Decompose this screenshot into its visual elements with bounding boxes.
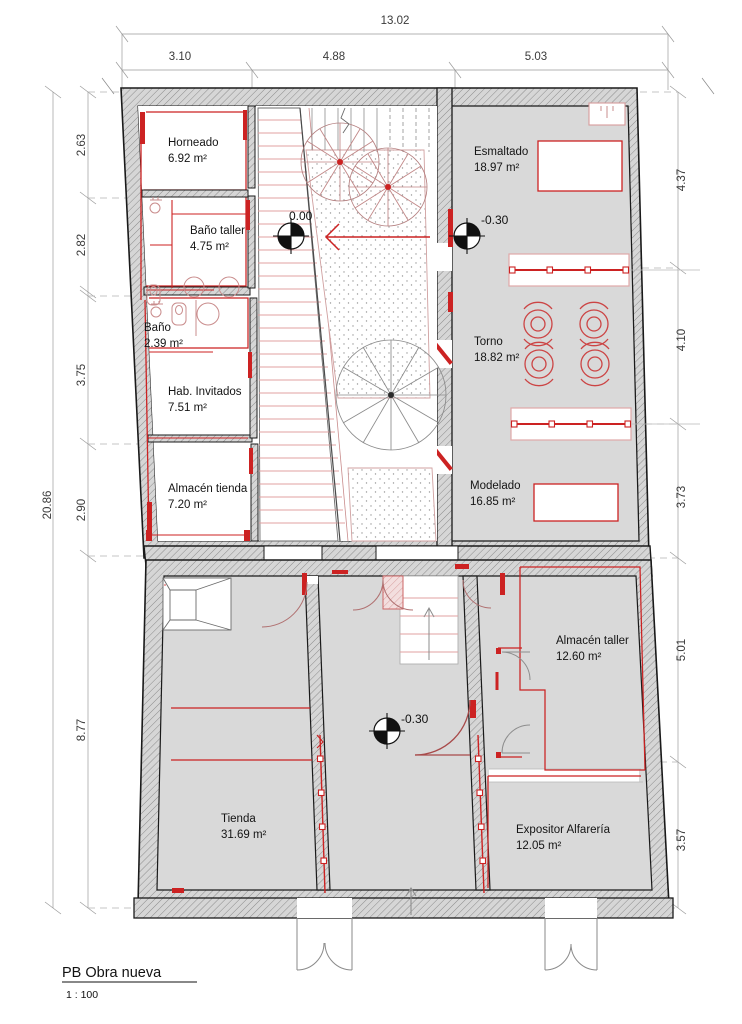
almacen-left-wall	[462, 575, 491, 891]
esmaltado-table	[537, 140, 623, 192]
room-area-expositor-alfareria: 12.05 m²	[516, 840, 562, 852]
entrance-up-arrow	[405, 886, 417, 915]
closet-box	[162, 577, 232, 631]
lower-door-swings	[261, 579, 492, 628]
lower-partitions	[162, 575, 643, 891]
dim-left-1: 2.63	[76, 134, 88, 156]
dim-right-1: 4.37	[676, 169, 688, 191]
room-area-horneado: 6.92 m²	[168, 153, 207, 165]
room-label-horneado: Horneado	[168, 137, 219, 149]
partition-red-jambs	[448, 209, 453, 312]
grid-ticks	[101, 77, 715, 95]
dim-left-5: 8.77	[76, 719, 88, 741]
door-swing-hall-c	[462, 579, 492, 609]
display-case-right	[474, 734, 487, 894]
dim-right-4: 5.01	[676, 639, 688, 661]
spiral-stair-upper-b	[348, 147, 428, 227]
bathroom-fixtures-upper	[146, 197, 240, 306]
dim-right-3: 3.73	[676, 486, 688, 508]
room-label-almacen-taller: Almacén taller	[556, 635, 629, 647]
entrance-door-right	[544, 918, 598, 971]
entrance-opening-left	[297, 898, 352, 918]
door-swing-hall-a	[352, 579, 384, 611]
lower-interior-floor	[156, 575, 653, 891]
dim-top-3: 5.03	[525, 51, 547, 63]
dim-top-1: 3.10	[169, 51, 191, 63]
room-label-bano-taller: Baño taller	[190, 225, 245, 237]
workshop-bench-upper	[508, 253, 700, 287]
pottery-wheel-group	[523, 301, 610, 387]
level-text-upper-right: -0.30	[481, 213, 509, 227]
room-label-torno: Torno	[474, 336, 503, 348]
room-label-esmaltado: Esmaltado	[474, 146, 528, 158]
door-swing-hall-b	[382, 579, 414, 611]
tienda-main-door-swing	[414, 699, 471, 756]
workshop-bench-lower	[510, 407, 700, 441]
room-area-modelado: 16.85 m²	[470, 496, 516, 508]
entrance-opening-right	[545, 898, 597, 918]
workshop-furniture	[533, 140, 623, 522]
pergola-slats	[311, 108, 430, 152]
spiral-stair-upper-a	[300, 122, 380, 202]
lower-red-elements	[164, 564, 646, 894]
room-area-almacen-tienda: 7.20 m²	[168, 499, 207, 511]
dim-left-4: 2.90	[76, 499, 88, 521]
room-area-bano-taller: 4.75 m²	[190, 241, 229, 253]
dim-left-2: 2.82	[76, 234, 88, 256]
room-label-modelado: Modelado	[470, 480, 521, 492]
dim-left-3: 3.75	[76, 364, 88, 386]
pottery-wheel	[524, 341, 554, 387]
room-area-esmaltado: 18.97 m²	[474, 162, 520, 174]
flow-arrow-upper	[324, 223, 430, 251]
room-area-torno: 18.82 m²	[474, 352, 520, 364]
dim-left-overall: 20.86	[42, 491, 54, 520]
pottery-wheel	[580, 341, 610, 387]
lower-staircase	[382, 575, 459, 665]
spiral-stair-mid	[335, 339, 447, 451]
display-case-left	[316, 734, 328, 894]
central-patio	[256, 106, 447, 542]
level-marker-lower	[369, 713, 405, 749]
sink-icon	[588, 102, 626, 126]
modelado-table	[533, 483, 619, 522]
break-symbol	[340, 107, 350, 134]
level-text-lower: -0.30	[401, 712, 429, 726]
workshop-partition-wall	[436, 87, 453, 559]
room-label-hab-invitados: Hab. Invitados	[168, 386, 242, 398]
dim-top-2: 4.88	[323, 51, 345, 63]
bottom-threshold	[133, 897, 674, 919]
upper-window-jambs	[140, 112, 152, 532]
dim-right-5: 3.57	[676, 829, 688, 851]
page-title: PB Obra nueva	[62, 965, 162, 981]
dim-right-2: 4.10	[676, 329, 688, 351]
room-area-bano: 2.39 m²	[144, 338, 183, 350]
level-marker-upper-right	[449, 218, 485, 254]
door-swing-tienda	[261, 581, 308, 628]
room-label-bano: Baño	[144, 322, 171, 334]
room-area-hab-invitados: 7.51 m²	[168, 402, 207, 414]
bathroom-fixtures-lower	[150, 300, 220, 336]
patio-paving-upper	[305, 149, 431, 399]
room-area-tienda: 31.69 m²	[221, 829, 267, 841]
entrance-door-left	[296, 918, 353, 971]
pottery-wheel	[523, 301, 553, 347]
level-marker-upper-left	[273, 218, 309, 254]
dim-top-overall: 13.02	[381, 15, 410, 27]
patio-paving-lower	[347, 467, 437, 542]
main-staircase	[257, 107, 349, 542]
scale-label: 1 : 100	[66, 989, 98, 1001]
lower-building-block	[137, 559, 670, 906]
level-text-upper-left: 0.00	[289, 209, 313, 223]
almacen-inner-lines	[495, 647, 522, 758]
left-rooms-strip	[138, 105, 259, 542]
room-label-tienda: Tienda	[221, 813, 256, 825]
room-label-expositor-alfareria: Expositor Alfarería	[516, 824, 611, 836]
room-label-almacen-tienda: Almacén tienda	[168, 483, 248, 495]
room-area-almacen-taller: 12.60 m²	[556, 651, 602, 663]
almacen-door-swings	[501, 651, 531, 754]
pottery-wheel	[579, 301, 609, 347]
door-opening-esmaltado	[437, 243, 452, 271]
upper-left-red-trim	[140, 112, 150, 541]
